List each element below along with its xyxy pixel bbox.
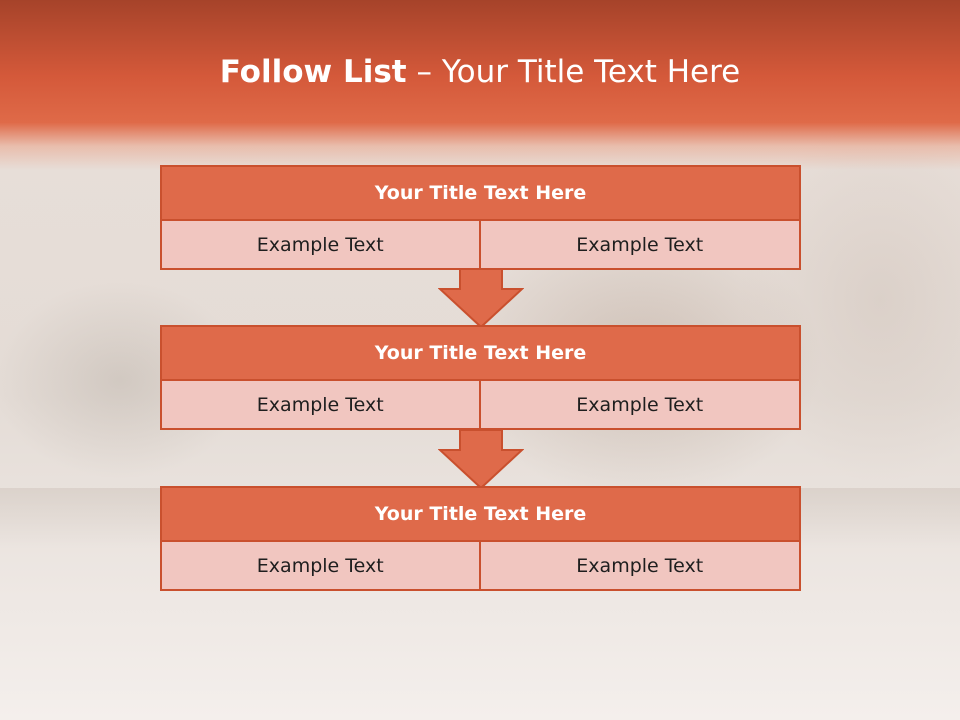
block-cell-left: Example Text	[160, 221, 481, 270]
block-cell-right: Example Text	[480, 221, 801, 270]
block-cell-left: Example Text	[160, 542, 481, 591]
block-title: Your Title Text Here	[160, 325, 801, 381]
header-band	[0, 0, 960, 170]
block-cell-right: Example Text	[480, 542, 801, 591]
follow-block-3: Your Title Text Here Example Text Exampl…	[160, 486, 801, 591]
block-title: Your Title Text Here	[160, 486, 801, 542]
block-row: Example Text Example Text	[160, 381, 801, 430]
slide-title: Follow List – Your Title Text Here	[0, 54, 960, 90]
block-row: Example Text Example Text	[160, 221, 801, 270]
block-cell-left: Example Text	[160, 381, 481, 430]
down-arrow-icon	[438, 430, 524, 490]
follow-block-2: Your Title Text Here Example Text Exampl…	[160, 325, 801, 430]
block-title: Your Title Text Here	[160, 165, 801, 221]
block-cell-right: Example Text	[480, 381, 801, 430]
follow-block-1: Your Title Text Here Example Text Exampl…	[160, 165, 801, 270]
slide-title-rest: – Your Title Text Here	[416, 54, 741, 90]
down-arrow-icon	[438, 269, 524, 329]
slide-title-bold: Follow List	[219, 54, 407, 90]
block-row: Example Text Example Text	[160, 542, 801, 591]
